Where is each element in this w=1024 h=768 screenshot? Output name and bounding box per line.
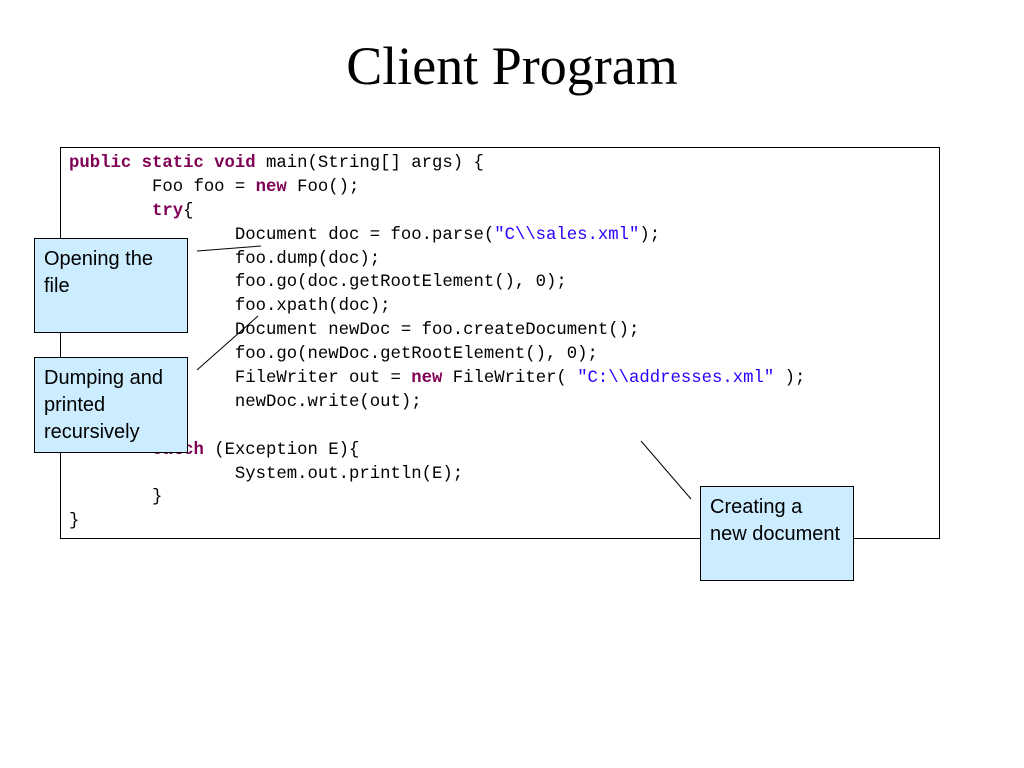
code-text: foo.go(doc.getRootElement(), 0); (69, 273, 567, 293)
code-text: System.out.println(E); (69, 464, 464, 484)
code-line: public static void main(String[] args) { (69, 152, 805, 176)
code-keyword: new (411, 369, 443, 389)
code-line: } (69, 486, 805, 510)
code-string: "C\\sales.xml" (494, 225, 640, 245)
code-line: System.out.println(E); (69, 463, 805, 487)
code-text: FileWriter( (442, 369, 578, 389)
code-text: Foo foo = (69, 177, 256, 197)
code-text: (Exception E){ (203, 440, 360, 460)
code-keyword: new (255, 177, 287, 197)
code-text: ); (774, 369, 806, 389)
code-line: foo.go(doc.getRootElement(), 0); (69, 271, 805, 295)
code-line: FileWriter out = new FileWriter( "C:\\ad… (69, 367, 805, 391)
callout-opening-file: Opening the file (34, 238, 188, 333)
code-text: foo.xpath(doc); (69, 297, 391, 317)
callout-dumping: Dumping and printed recursively (34, 357, 188, 453)
code-text (69, 202, 152, 221)
code-line: Foo foo = new Foo(); (69, 176, 805, 200)
code-text: FileWriter out = (69, 369, 412, 389)
slide-title: Client Program (346, 36, 678, 96)
code-string: "C:\\addresses.xml" (577, 369, 775, 389)
code-text: main(String[] args) { (255, 154, 484, 173)
code-block: public static void main(String[] args) {… (69, 152, 805, 534)
code-text: ); (639, 225, 661, 245)
code-line: foo.go(newDoc.getRootElement(), 0); (69, 343, 805, 367)
code-line: foo.dump(doc); (69, 248, 805, 272)
code-keyword: try (151, 201, 184, 221)
code-line: Document doc = foo.parse("C\\sales.xml")… (69, 224, 805, 248)
code-line: } (69, 510, 805, 534)
code-text: newDoc.write(out); (69, 392, 422, 412)
code-text: Foo(); (286, 177, 360, 197)
code-line: try{ (69, 200, 805, 224)
callout-creating-document: Creating a new document (700, 486, 854, 581)
code-keyword: public static void (69, 154, 256, 173)
code-text: { (183, 201, 194, 221)
code-text: foo.dump(doc); (69, 249, 381, 269)
code-text: Document doc = foo.parse( (69, 225, 495, 245)
code-line: newDoc.write(out); (69, 391, 805, 415)
code-line: foo.xpath(doc); (69, 295, 805, 319)
code-text: } (69, 512, 80, 532)
code-text: foo.go(newDoc.getRootElement(), 0); (69, 345, 598, 365)
code-text: } (69, 488, 163, 508)
